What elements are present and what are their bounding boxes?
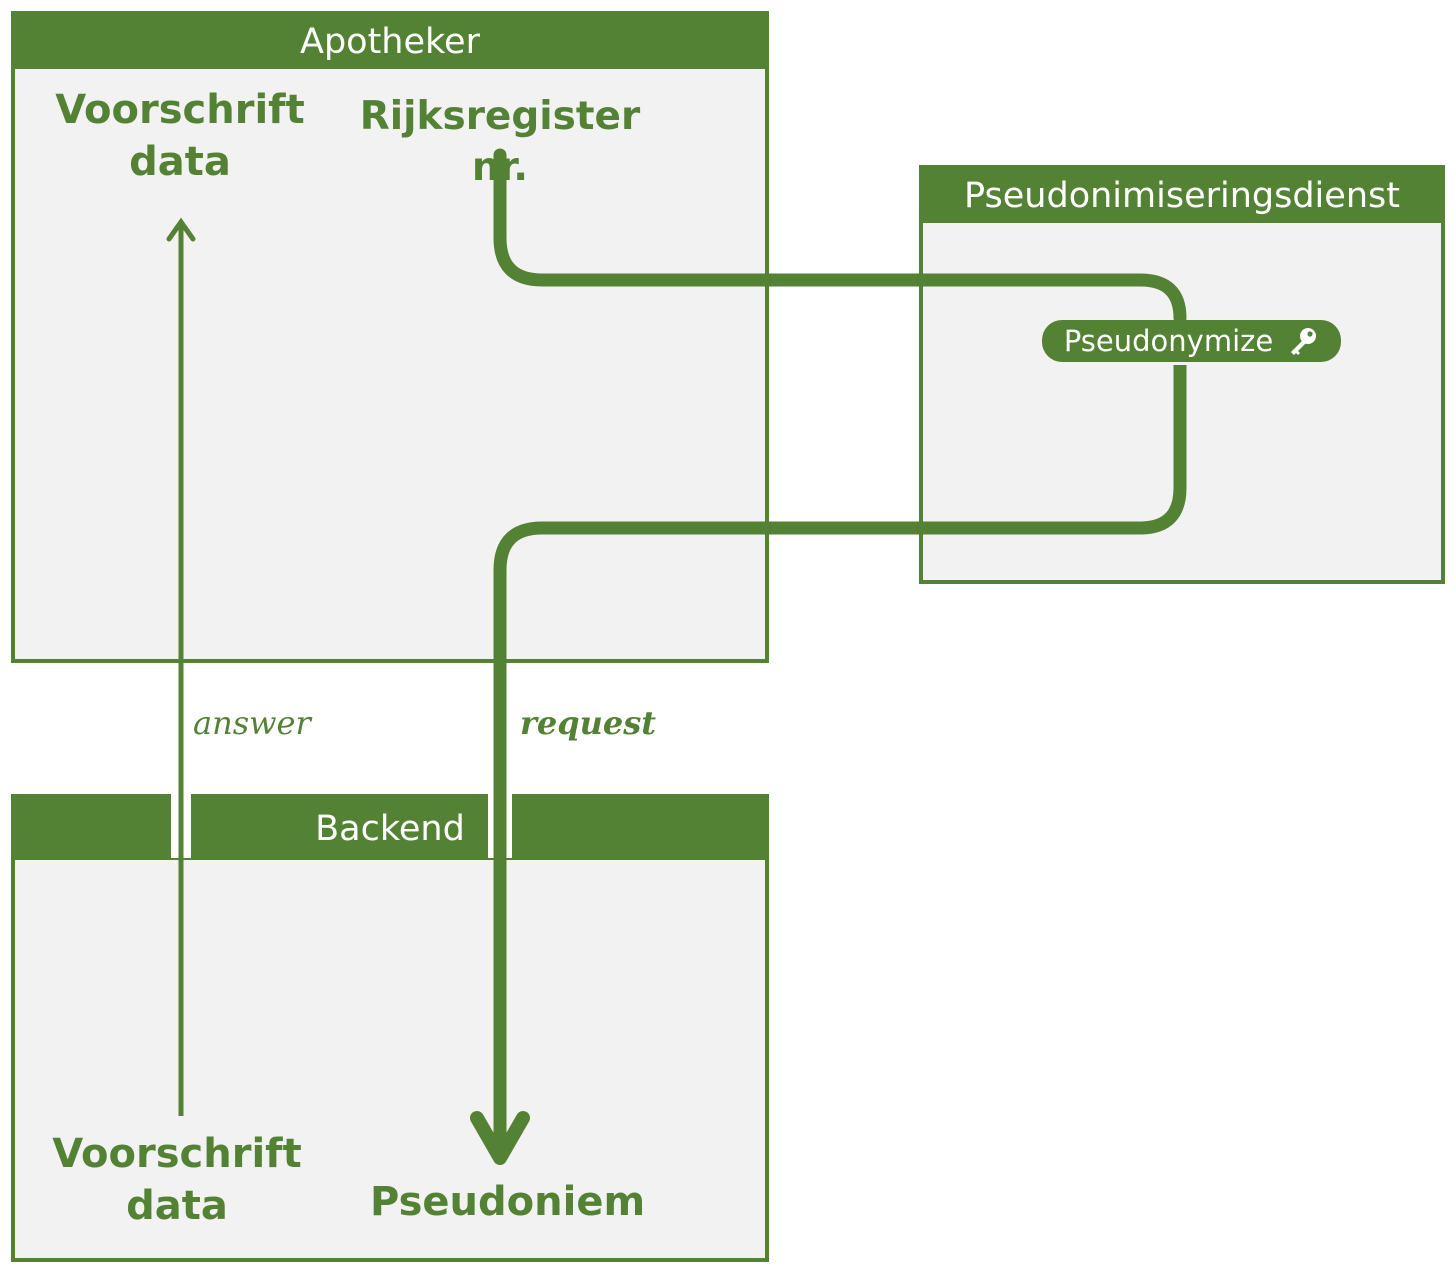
backend-voorschrift-line1: Voorschrift xyxy=(52,1131,302,1177)
apotheker-panel: Apotheker xyxy=(11,11,769,663)
backend-voorschrift-label: Voorschrift data xyxy=(37,1128,317,1232)
request-path-to-service xyxy=(493,148,1187,325)
rijksregister-label: Rijksregister nr. xyxy=(359,94,641,190)
answer-label: answer xyxy=(193,704,311,742)
backend-voorschrift-line2: data xyxy=(126,1183,228,1229)
request-path-from-service xyxy=(493,365,1187,770)
pseudonymization-service-header: Pseudonimiseringsdienst xyxy=(923,169,1441,223)
pseudoniem-label: Pseudoniem xyxy=(370,1179,646,1225)
request-arrow-head xyxy=(470,1111,530,1165)
request-label: request xyxy=(520,704,657,742)
apotheker-voorschrift-line1: Voorschrift xyxy=(55,87,305,133)
pseudonymize-action: Pseudonymize xyxy=(1042,320,1341,362)
backend-header: Backend xyxy=(15,798,765,860)
apotheker-header: Apotheker xyxy=(15,15,765,69)
key-icon xyxy=(1291,328,1317,355)
pseudonymize-label: Pseudonymize xyxy=(1063,324,1274,358)
backend-panel: Backend xyxy=(11,794,769,1262)
answer-arrow-head xyxy=(166,217,196,242)
apotheker-voorschrift-label: Voorschrift data xyxy=(40,84,320,188)
apotheker-voorschrift-line2: data xyxy=(129,139,231,185)
